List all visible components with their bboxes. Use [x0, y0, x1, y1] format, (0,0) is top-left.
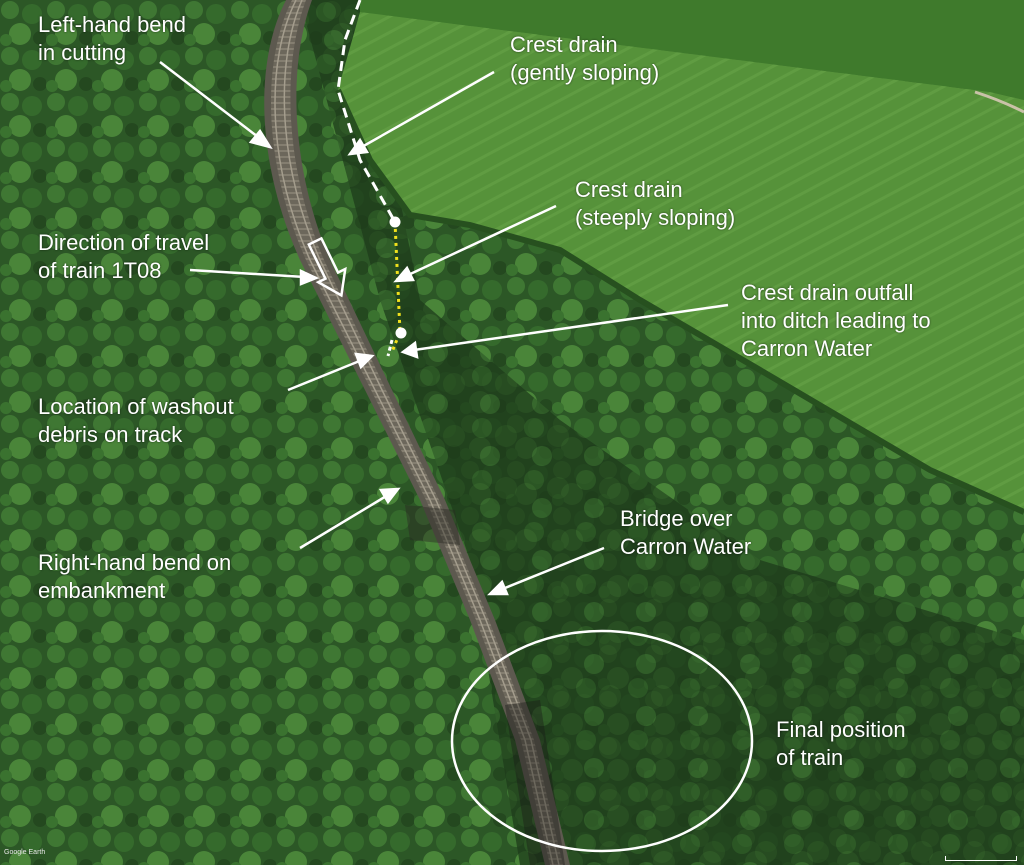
rail-left [274, 0, 554, 865]
final-position-ellipse [450, 629, 754, 853]
crest-drain-steep [390, 221, 402, 353]
label-final-position: Final position of train [776, 717, 906, 770]
wooded-ravine [300, 0, 1024, 865]
arrow-washout-head [354, 352, 375, 370]
field-main [338, 12, 1024, 512]
arrow-right-bend [299, 493, 389, 550]
arrow-crest-gentle [359, 70, 495, 150]
drain-outfall-mark [386, 339, 394, 357]
field-hedge [335, 88, 1024, 515]
train-shadow [505, 700, 565, 865]
label-washout-location: Location of washout debris on track [38, 394, 234, 447]
arrow-right-bend-head [378, 487, 401, 505]
direction-arrow [307, 236, 347, 298]
arrow-crest-steep [405, 204, 557, 278]
arrow-crest-steep-head [393, 265, 415, 283]
arrow-left-bend-head [248, 128, 273, 150]
farm-track [974, 90, 1024, 114]
arrow-crest-gentle-head [347, 137, 370, 156]
arrow-direction [189, 268, 306, 279]
drain-node-upper [389, 216, 401, 228]
label-direction-of-travel: Direction of travel of train 1T08 [38, 230, 210, 283]
label-crest-drain-steep: Crest drain (steeply sloping) [575, 177, 736, 230]
arrow-bridge-head [486, 579, 509, 596]
bridge-shadow [405, 505, 460, 545]
label-crest-drain-outfall: Crest drain outfall into ditch leading t… [741, 280, 931, 361]
scale-bar [945, 856, 1017, 861]
leader-arrows [159, 61, 729, 596]
arrow-bridge [499, 546, 605, 592]
rail-right [283, 0, 560, 865]
label-bridge: Bridge over Carron Water [620, 506, 752, 559]
label-crest-drain-gentle: Crest drain (gently sloping) [510, 32, 660, 85]
arrow-washout [287, 358, 363, 392]
imagery-credit: Google Earth [4, 849, 46, 856]
label-right-hand-bend: Right-hand bend on embankment [38, 550, 232, 603]
arrow-left-bend [159, 61, 263, 141]
drain-node-lower [395, 327, 407, 339]
field-highlight [338, 12, 1024, 512]
arrow-direction-head [299, 269, 320, 286]
arrow-outfall-head [400, 340, 419, 359]
label-left-hand-bend: Left-hand bend in cutting [38, 12, 187, 65]
field-north [360, 0, 1024, 100]
arrow-outfall [413, 303, 729, 352]
